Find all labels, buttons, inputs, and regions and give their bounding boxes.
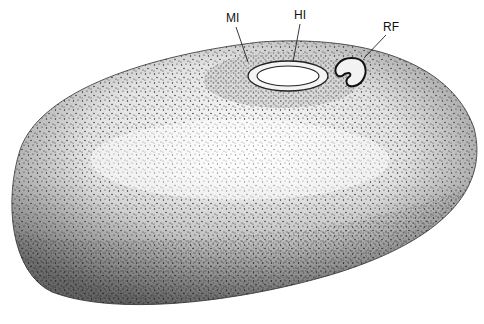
part-label: RF — [383, 21, 399, 33]
part-label: MI — [226, 12, 239, 24]
part-label: HI — [294, 9, 306, 21]
